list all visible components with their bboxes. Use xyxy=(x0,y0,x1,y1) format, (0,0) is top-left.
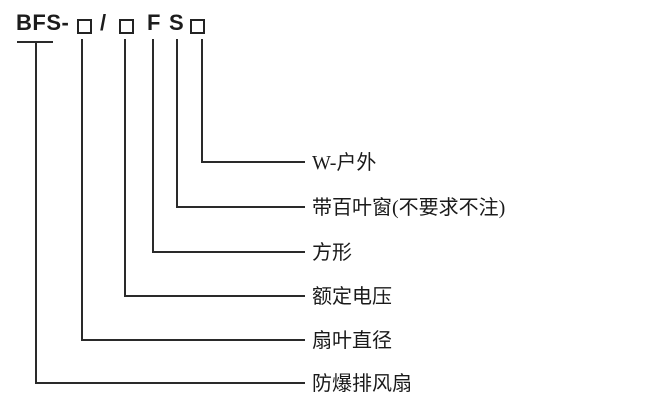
connector-f-horizontal xyxy=(152,251,305,253)
placeholder-box-icon xyxy=(119,19,134,34)
connector-box3-horizontal xyxy=(201,161,305,163)
connector-f-vertical xyxy=(152,39,154,253)
connector-box2-horizontal xyxy=(124,295,305,297)
connector-box2-vertical xyxy=(124,39,126,297)
label-square: 方形 xyxy=(312,242,352,264)
code-letter-f: F xyxy=(147,10,161,35)
label-louver: 带百叶窗(不要求不注) xyxy=(312,197,506,219)
connector-prefix-horizontal xyxy=(35,382,305,384)
placeholder-box-icon xyxy=(190,19,205,34)
connector-box3-vertical xyxy=(201,39,203,163)
label-outdoor: W-户外 xyxy=(312,152,377,174)
code-slash: / xyxy=(100,10,107,35)
label-rated-voltage: 额定电压 xyxy=(312,286,392,308)
code-letter-s: S xyxy=(169,10,185,35)
connector-s-vertical xyxy=(176,39,178,208)
connector-prefix-vertical xyxy=(35,41,37,384)
connector-box1-vertical xyxy=(81,39,83,341)
connector-s-horizontal xyxy=(176,206,305,208)
label-explosion-proof-fan: 防爆排风扇 xyxy=(312,373,412,395)
label-blade-diameter: 扇叶直径 xyxy=(312,330,392,352)
placeholder-box-icon xyxy=(77,19,92,34)
connector-box1-horizontal xyxy=(81,339,305,341)
code-prefix: BFS- xyxy=(16,10,70,35)
